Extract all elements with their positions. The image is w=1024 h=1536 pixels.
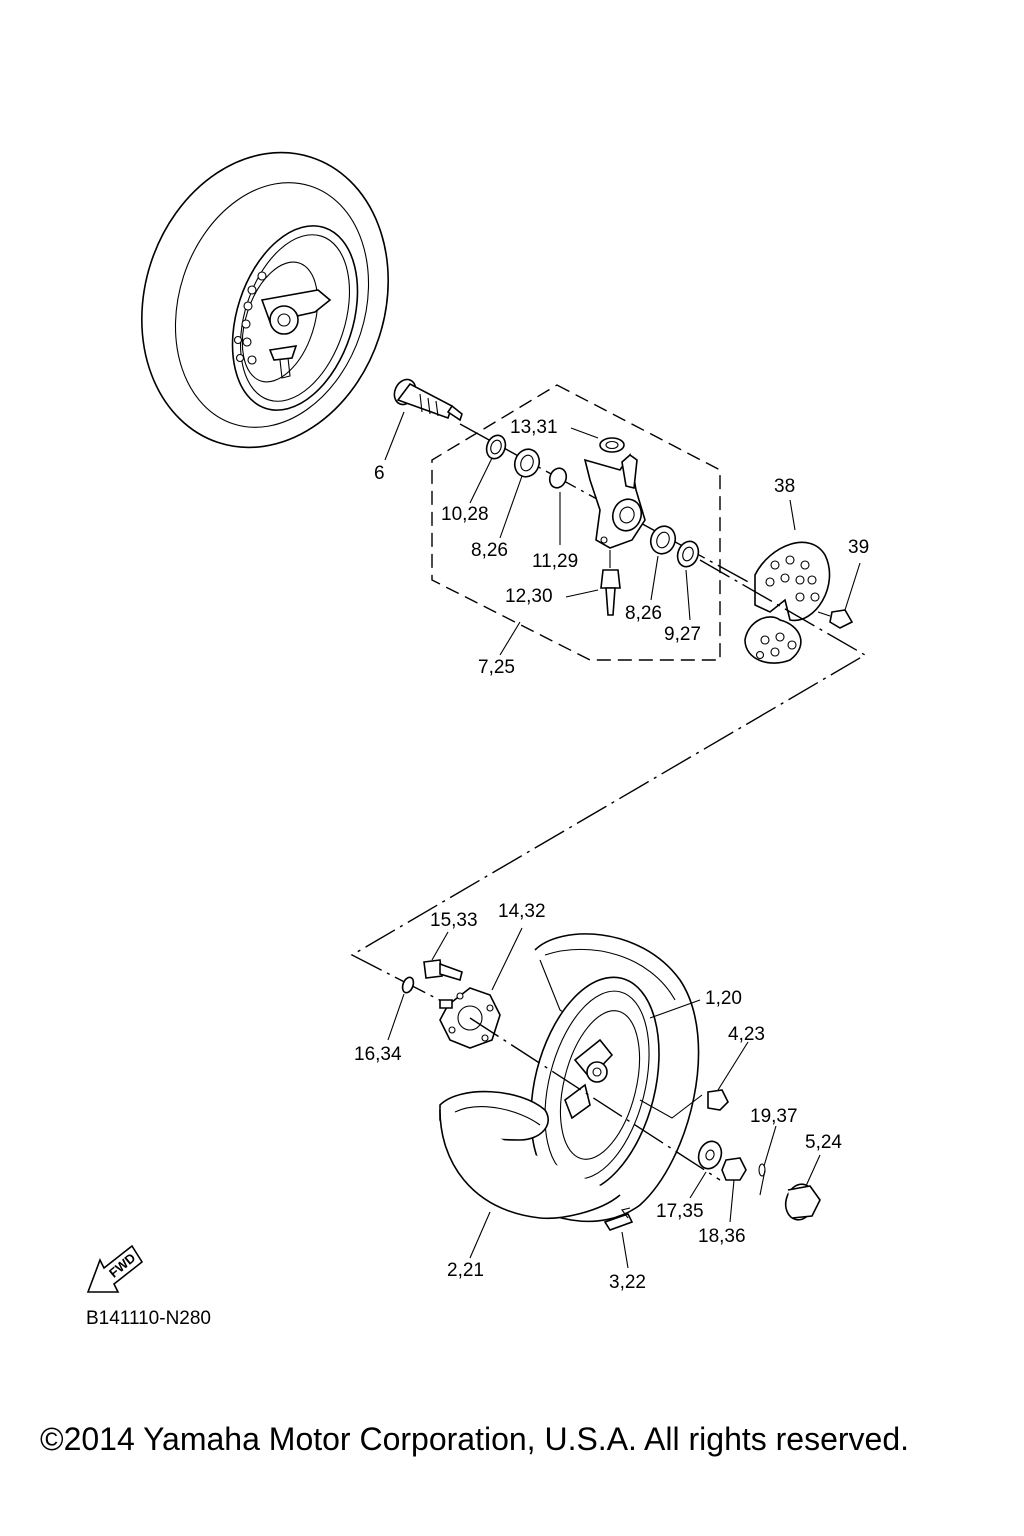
castle-nut-group: 18,36 <box>698 1157 747 1247</box>
callout-17-35: 17,35 <box>656 1201 704 1222</box>
valve-group: 3,22 <box>603 1207 646 1293</box>
hub-group: 14,32 <box>439 901 721 1181</box>
callout-8-26-b: 8,26 <box>625 603 662 624</box>
callout-11-29: 11,29 <box>532 551 578 572</box>
exploded-front-wheel <box>439 933 700 1223</box>
callout-19-37: 19,37 <box>750 1106 798 1127</box>
callout-7-25: 7,25 <box>478 657 515 678</box>
callout-12-30: 12,30 <box>505 586 553 607</box>
callout-5-24: 5,24 <box>805 1132 842 1153</box>
callout-38: 38 <box>774 476 795 497</box>
callout-10-28: 10,28 <box>441 504 489 525</box>
diagram-code: B141110-N280 <box>86 1308 211 1329</box>
callout-15-33: 15,33 <box>430 910 478 931</box>
callout-3-22: 3,22 <box>609 1272 646 1293</box>
callout-9-27: 9,27 <box>664 624 701 645</box>
fwd-arrow-icon: FWD <box>86 1244 144 1293</box>
cotter-pin-group: 19,37 <box>750 1106 798 1196</box>
callout-13-31: 13,31 <box>510 417 558 438</box>
hub-bolt-group: 15,33 <box>423 910 478 982</box>
knuckle-assembly-group: 10,28 8,26 11,29 13,31 12,30 8,26 <box>431 384 753 678</box>
nut-group: 4,23 <box>639 1024 765 1119</box>
callout-1-20: 1,20 <box>705 988 742 1009</box>
callout-18-36: 18,36 <box>698 1226 746 1247</box>
callout-39: 39 <box>848 537 869 558</box>
copyright-notice: ©2014 Yamaha Motor Corporation, U.S.A. A… <box>40 1421 909 1457</box>
callout-14-32: 14,32 <box>498 901 546 922</box>
callout-2-21: 2,21 <box>447 1260 484 1281</box>
hub-cap-group: 5,24 <box>784 1132 842 1221</box>
assembled-front-wheel <box>141 151 389 449</box>
o-ring-group: 16,34 <box>354 976 415 1065</box>
callout-6-group: 6 <box>374 378 463 484</box>
washer-group: 17,35 <box>656 1140 723 1222</box>
callout-16-34: 16,34 <box>354 1044 402 1065</box>
callout-8-26-a: 8,26 <box>471 540 508 561</box>
callout-4-23: 4,23 <box>728 1024 765 1045</box>
callout-6: 6 <box>374 463 385 484</box>
brake-disc-group: 38 39 <box>744 476 869 664</box>
